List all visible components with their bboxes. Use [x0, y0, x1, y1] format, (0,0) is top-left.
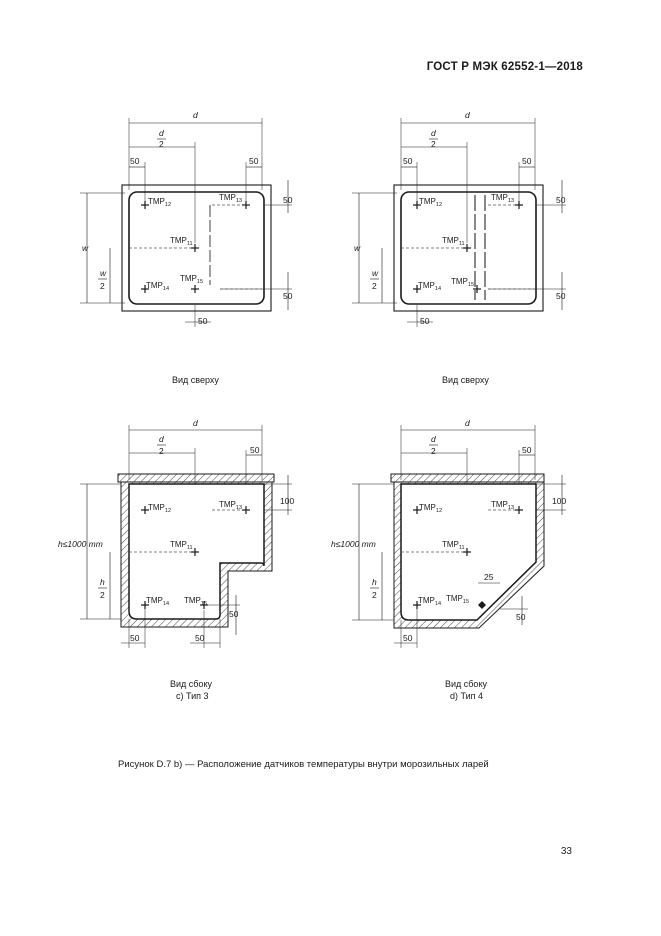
sensor-tmp11	[463, 548, 471, 556]
dim-50-label: 50	[130, 156, 140, 166]
svg-text:TMP11: TMP11	[170, 236, 193, 247]
top-view-right: d d 2 50 50 w w 2 50 50 50	[352, 110, 566, 327]
side-view-type4: d d 2 50 h≤1000 mm h 2 100 50 25	[331, 418, 566, 648]
dim-50-label: 50	[249, 156, 259, 166]
sensor-tmp12	[141, 506, 149, 514]
svg-text:TMP12: TMP12	[419, 197, 442, 208]
dim-25-label: 25	[484, 572, 494, 582]
sensor-tmp13	[515, 201, 523, 209]
svg-text:TMP13: TMP13	[219, 500, 242, 511]
sensor-marker-icon	[478, 601, 486, 609]
svg-text:50: 50	[195, 633, 205, 643]
dim-w-half-num: w	[100, 268, 107, 278]
svg-text:2: 2	[372, 590, 377, 600]
sensor-tmp14	[141, 601, 149, 609]
svg-text:TMP12: TMP12	[148, 197, 171, 208]
svg-text:TMP14: TMP14	[418, 596, 441, 607]
dim-d-label: d	[193, 110, 198, 120]
svg-text:100: 100	[552, 496, 566, 506]
svg-text:2: 2	[431, 446, 436, 456]
svg-text:50: 50	[420, 316, 430, 326]
sensor-tmp14	[141, 285, 149, 293]
view-label: Вид сбоку	[170, 679, 212, 689]
svg-text:50: 50	[130, 633, 140, 643]
sensor-tmp15	[191, 285, 199, 293]
svg-text:TMP15: TMP15	[180, 274, 203, 285]
svg-text:50: 50	[516, 612, 526, 622]
view-label: Вид сбоку	[445, 679, 487, 689]
top-view-left: d d 2 50 50 w w 2 50 50 50	[80, 110, 293, 327]
svg-text:d: d	[465, 418, 470, 428]
svg-text:2: 2	[100, 590, 105, 600]
dim-50-label: 50	[198, 316, 208, 326]
sensor-tmp12	[413, 506, 421, 514]
svg-text:h≤1000 mm: h≤1000 mm	[331, 539, 376, 549]
svg-text:d: d	[465, 110, 470, 120]
document-header: ГОСТ Р МЭК 62552-1—2018	[426, 61, 583, 73]
svg-text:d: d	[431, 128, 436, 138]
svg-text:TMP14: TMP14	[418, 281, 441, 292]
dim-w-label: w	[82, 243, 89, 253]
svg-text:2: 2	[431, 139, 436, 149]
svg-text:TMP11: TMP11	[170, 540, 193, 551]
side-view-type3: d d 2 50 h≤1000 mm h 2 100 50 50	[58, 418, 294, 648]
svg-text:TMP11: TMP11	[442, 236, 465, 247]
svg-text:TMP11: TMP11	[442, 540, 465, 551]
sensor-tmp14	[413, 601, 421, 609]
svg-text:TMP13: TMP13	[491, 193, 514, 204]
svg-text:50: 50	[250, 445, 260, 455]
svg-text:d: d	[159, 434, 164, 444]
sensor-tmp12	[413, 201, 421, 209]
sensor-tmp13	[515, 506, 523, 514]
page-number: 33	[560, 846, 572, 857]
svg-text:h: h	[372, 577, 377, 587]
svg-text:TMP14: TMP14	[146, 596, 169, 607]
svg-text:TMP15: TMP15	[451, 277, 474, 288]
svg-text:d: d	[431, 434, 436, 444]
svg-text:50: 50	[403, 156, 413, 166]
svg-text:100: 100	[280, 496, 294, 506]
dim-d-half-den: 2	[159, 139, 164, 149]
sensor-tmp15	[200, 601, 208, 609]
dim-d-half-num: d	[159, 128, 164, 138]
dim-w-half-den: 2	[100, 281, 105, 291]
sensor-tmp12	[141, 201, 149, 209]
view-type-label: c) Тип 3	[176, 691, 209, 701]
view-label: Вид сверху	[442, 375, 489, 385]
sensor-tmp11	[191, 548, 199, 556]
svg-text:2: 2	[159, 446, 164, 456]
svg-text:2: 2	[372, 281, 377, 291]
dim-h-label: h≤1000 mm	[58, 539, 103, 549]
svg-text:50: 50	[229, 609, 239, 619]
svg-text:TMP13: TMP13	[219, 193, 242, 204]
svg-text:TMP15: TMP15	[446, 594, 469, 605]
svg-text:TMP12: TMP12	[148, 503, 171, 514]
svg-text:d: d	[193, 418, 198, 428]
svg-text:50: 50	[403, 633, 413, 643]
svg-text:50: 50	[522, 445, 532, 455]
svg-text:50: 50	[556, 195, 566, 205]
sensor-tmp13	[242, 506, 250, 514]
svg-text:TMP14: TMP14	[146, 281, 169, 292]
svg-text:TMP12: TMP12	[419, 503, 442, 514]
svg-text:w: w	[372, 268, 379, 278]
sensor-tmp15	[473, 285, 481, 293]
dim-50-label: 50	[283, 195, 293, 205]
view-type-label: d) Тип 4	[450, 691, 483, 701]
svg-text:TMP15: TMP15	[184, 596, 207, 607]
svg-text:50: 50	[556, 291, 566, 301]
svg-text:h: h	[100, 577, 105, 587]
sensor-tmp11	[463, 244, 471, 252]
figure-caption: Рисунок D.7 b) — Расположение датчиков т…	[118, 759, 489, 770]
dim-50-label: 50	[283, 291, 293, 301]
sensor-tmp11	[191, 244, 199, 252]
svg-text:w: w	[354, 243, 361, 253]
svg-text:50: 50	[522, 156, 532, 166]
svg-text:TMP13: TMP13	[491, 500, 514, 511]
sensor-tmp13	[242, 201, 250, 209]
view-label: Вид сверху	[172, 375, 219, 385]
sensor-tmp14	[413, 285, 421, 293]
